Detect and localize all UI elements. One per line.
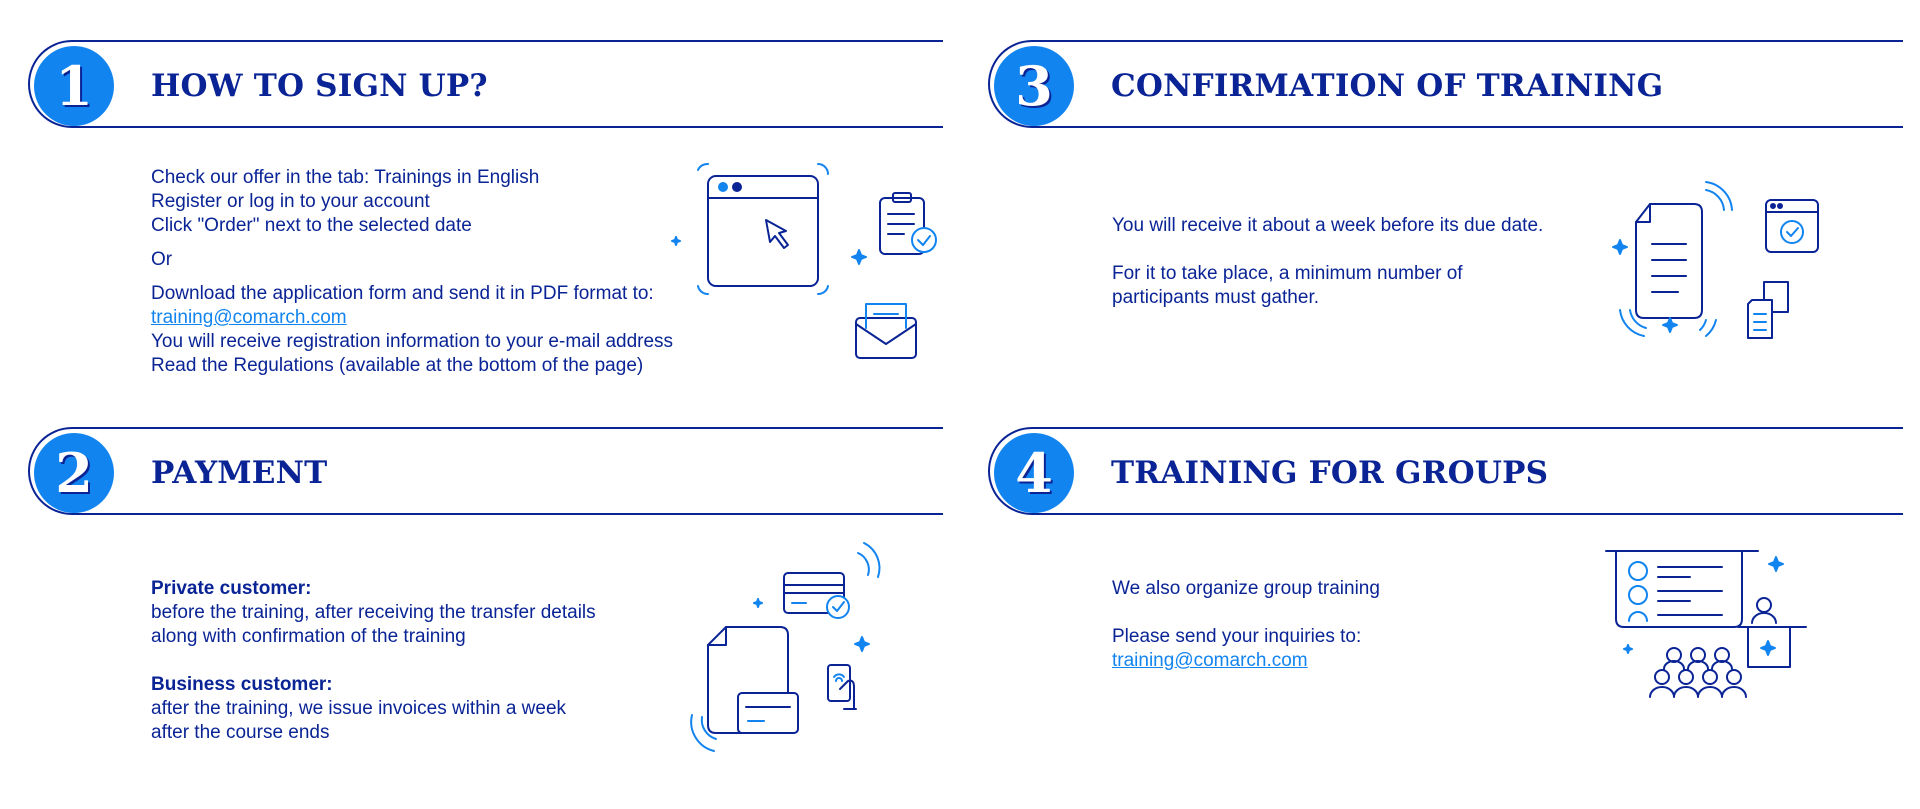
cursor-arrow-icon [765, 219, 789, 249]
section-header: 3 CONFIRMATION OF TRAINING [988, 40, 1903, 132]
body-line: along with confirmation of the training [151, 626, 466, 647]
step-number-badge: 4 [994, 433, 1074, 513]
audience-icon [1649, 647, 1747, 698]
section-training-for-groups: 4 TRAINING FOR GROUPS We also organize g… [988, 427, 1903, 807]
header-frame [988, 427, 1903, 515]
section-body: You will receive it about a week before … [1112, 214, 1543, 310]
presenter-icon [1737, 597, 1807, 668]
envelope-letter-icon [855, 303, 917, 359]
sparkle-icon [1623, 556, 1784, 656]
body-line: You will receive registration informatio… [151, 331, 674, 352]
body-line: Click "Order" next to the selected date [151, 215, 472, 236]
header-frame [28, 427, 943, 515]
section-payment: 2 PAYMENT Private customer: before the t… [28, 427, 943, 807]
body-line: after the course ends [151, 722, 330, 743]
email-link[interactable]: training@comarch.com [1112, 650, 1308, 671]
section-title: PAYMENT [151, 455, 328, 491]
sparkle-icon [753, 598, 870, 652]
step-number: 4 [1015, 441, 1053, 505]
body-line: Register or log in to your account [151, 191, 430, 212]
step-number: 3 [1015, 54, 1053, 118]
section-title: HOW TO SIGN UP? [151, 68, 488, 104]
confirmation-illustration [1606, 180, 1846, 370]
sign-up-illustration [668, 158, 968, 398]
section-body: Check our offer in the tab: Trainings in… [151, 166, 673, 378]
section-body: Private customer: before the training, a… [151, 577, 596, 745]
section-header: 1 HOW TO SIGN UP? [28, 40, 943, 132]
section-header: 2 PAYMENT [28, 427, 943, 519]
body-line: Check our offer in the tab: Trainings in… [151, 167, 540, 188]
business-customer-label: Business customer: [151, 674, 333, 695]
body-line: Read the Regulations (available at the b… [151, 355, 644, 376]
payment-illustration [688, 539, 928, 769]
step-number-badge: 1 [34, 46, 114, 126]
section-how-to-sign-up: 1 HOW TO SIGN UP? Check our offer in the… [28, 40, 943, 420]
body-line: For it to take place, a minimum number o… [1112, 263, 1463, 284]
private-customer-label: Private customer: [151, 578, 312, 599]
section-confirmation-of-training: 3 CONFIRMATION OF TRAINING You will rece… [988, 40, 1903, 420]
card-check-icon [783, 542, 881, 619]
email-link[interactable]: training@comarch.com [151, 307, 347, 328]
step-number: 2 [55, 441, 93, 505]
phone-payment-icon [827, 664, 857, 710]
section-title: TRAINING FOR GROUPS [1111, 455, 1549, 491]
section-body: We also organize group training Please s… [1112, 577, 1380, 673]
section-title: CONFIRMATION OF TRAINING [1111, 68, 1664, 104]
step-number-badge: 3 [994, 46, 1074, 126]
body-line: after the training, we issue invoices wi… [151, 698, 567, 719]
body-line: We also organize group training [1112, 578, 1380, 599]
document-icon [1619, 181, 1733, 337]
payment-card-icon [737, 692, 799, 734]
body-line: Please send your inquiries to: [1112, 626, 1362, 647]
clipboard-check-icon [879, 192, 937, 255]
body-line: Download the application form and send i… [151, 283, 654, 304]
sparkle-icon [671, 236, 867, 265]
body-line: You will receive it about a week before … [1112, 215, 1544, 236]
browser-window-icon [697, 162, 829, 296]
body-line-or: Or [151, 249, 173, 270]
presentation-board-icon [1605, 550, 1759, 628]
group-training-illustration [1598, 537, 1838, 737]
files-icon [1747, 281, 1789, 339]
body-line: before the training, after receiving the… [151, 602, 596, 623]
header-frame [28, 40, 943, 128]
sparkle-icon [1612, 239, 1678, 333]
header-frame [988, 40, 1903, 128]
step-number: 1 [55, 54, 93, 118]
step-number-badge: 2 [34, 433, 114, 513]
section-header: 4 TRAINING FOR GROUPS [988, 427, 1903, 519]
body-line: participants must gather. [1112, 287, 1319, 308]
window-check-icon [1765, 199, 1819, 253]
